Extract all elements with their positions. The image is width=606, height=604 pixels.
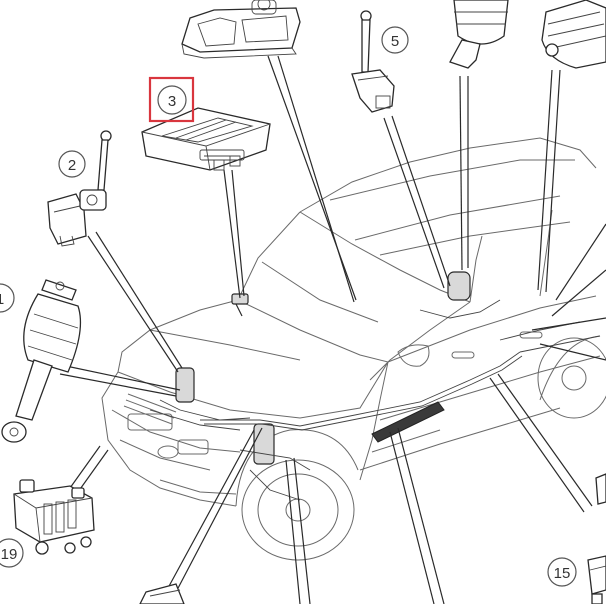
control-module-3 xyxy=(141,107,271,171)
callout-3-highlight-box xyxy=(148,76,195,123)
compressor-valve-block-19 xyxy=(13,479,95,555)
front-air-spring-strut-1 xyxy=(1,279,82,443)
callout-19-label: 19 xyxy=(1,546,18,563)
component-15 xyxy=(587,555,606,604)
callout-15: 15 xyxy=(547,557,577,587)
callout-2: 2 xyxy=(58,150,86,178)
rear-fitting-right xyxy=(595,473,606,505)
callout-1-label: 1 xyxy=(0,291,4,308)
callout-3-label: 3 xyxy=(168,93,176,110)
callout-5: 5 xyxy=(381,26,409,54)
callout-15-label: 15 xyxy=(554,565,571,582)
callout-2-label: 2 xyxy=(68,157,76,174)
callout-1: 1 xyxy=(0,283,15,313)
leader-lines xyxy=(59,55,606,604)
height-sensor-2 xyxy=(47,130,112,247)
vehicle-outline xyxy=(101,137,606,561)
callout-3: 3 xyxy=(148,76,195,123)
instrument-panel-top xyxy=(181,0,301,59)
callout-5-label: 5 xyxy=(391,33,399,50)
air-spring-top-right xyxy=(449,0,509,69)
height-sensor-5 xyxy=(351,10,395,113)
suspension-internals xyxy=(149,271,601,501)
rear-air-spring-bellows xyxy=(541,0,606,69)
callout-19: 19 xyxy=(0,538,24,568)
valve-bottom-left xyxy=(139,583,185,604)
